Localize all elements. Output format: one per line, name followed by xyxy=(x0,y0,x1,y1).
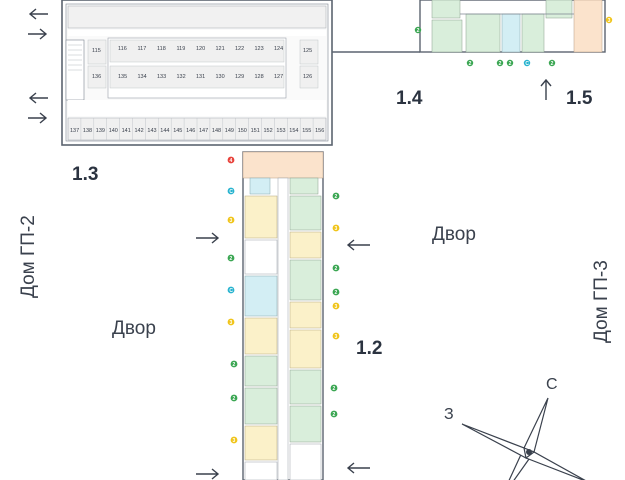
parking-space-133: 133 xyxy=(157,74,166,80)
parking-space-153: 153 xyxy=(276,128,285,134)
parking-space-127: 127 xyxy=(274,74,283,80)
parking-space-131: 131 xyxy=(196,74,205,80)
marker-label: 2 xyxy=(333,386,336,392)
marker-label: 2 xyxy=(499,61,502,67)
parking-space-155: 155 xyxy=(302,128,311,134)
parking-space-154: 154 xyxy=(289,128,298,134)
parking-top-row xyxy=(67,5,327,29)
tower-1-2-left-markers: 4 C 3 2 C 3 2 2 3 xyxy=(227,156,238,444)
marker-label: 3 xyxy=(233,438,236,444)
parking-space-156: 156 xyxy=(315,128,324,134)
parking-space-140: 140 xyxy=(109,128,118,134)
marker-label: C xyxy=(229,288,233,294)
parking-space-116: 116 xyxy=(118,46,127,52)
house-label-gp-2: Дом ГП-2 xyxy=(18,215,39,298)
marker-label: 4 xyxy=(230,158,233,164)
section-label-1-4: 1.4 xyxy=(396,88,423,109)
section-label-1-2: 1.2 xyxy=(356,338,382,359)
marker-label: 3 xyxy=(608,18,611,24)
parking-space-149: 149 xyxy=(225,128,234,134)
parking-space-151: 151 xyxy=(251,128,260,134)
building-block-1-4-1-5 xyxy=(419,0,606,53)
parking-building-1-3 xyxy=(61,0,333,146)
marker-label: 3 xyxy=(230,218,233,224)
parking-space-137: 137 xyxy=(70,128,79,134)
marker-label: 2 xyxy=(551,61,554,67)
compass-north: С xyxy=(546,376,558,393)
compass-rose: С З xyxy=(444,376,586,480)
parking-space-145: 145 xyxy=(173,128,182,134)
parking-space-147: 147 xyxy=(199,128,208,134)
marker-label: 3 xyxy=(335,304,338,310)
parking-space-150: 150 xyxy=(238,128,247,134)
parking-space-120: 120 xyxy=(196,46,205,52)
marker-label: 3 xyxy=(335,226,338,232)
parking-space-115: 115 xyxy=(92,48,101,54)
entrance-arrow-1-5 xyxy=(540,78,552,100)
parking-space-122: 122 xyxy=(235,46,244,52)
block-1-4-markers: 2 2 2 2 C 2 3 xyxy=(414,16,613,67)
parking-numbers: 115 136 125 126 116 117 118 119 120 121 122 123… xyxy=(70,46,324,134)
tower-1-2-right-markers: 2 3 2 2 3 3 2 2 xyxy=(330,192,340,418)
compass-center xyxy=(526,449,532,455)
marker-label: C xyxy=(229,189,233,195)
marker-label: 2 xyxy=(233,362,236,368)
parking-space-139: 139 xyxy=(96,128,105,134)
parking-space-117: 117 xyxy=(138,46,147,52)
parking-space-144: 144 xyxy=(160,128,169,134)
parking-space-119: 119 xyxy=(177,46,186,52)
parking-space-148: 148 xyxy=(212,128,221,134)
yard-label-left: Двор xyxy=(112,318,156,339)
section-label-1-5: 1.5 xyxy=(566,88,593,109)
parking-space-142: 142 xyxy=(135,128,144,134)
parking-space-126: 126 xyxy=(303,74,312,80)
compass-west: З xyxy=(444,406,454,423)
parking-space-128: 128 xyxy=(255,74,264,80)
parking-space-141: 141 xyxy=(122,128,131,134)
parking-space-138: 138 xyxy=(83,128,92,134)
marker-label: 3 xyxy=(335,334,338,340)
parking-space-152: 152 xyxy=(264,128,273,134)
marker-label: 2 xyxy=(333,412,336,418)
parking-space-134: 134 xyxy=(138,74,147,80)
marker-label: 2 xyxy=(469,61,472,67)
parking-entrance-arrows xyxy=(28,8,48,124)
parking-space-118: 118 xyxy=(157,46,166,52)
parking-space-130: 130 xyxy=(216,74,225,80)
marker-label: 2 xyxy=(233,396,236,402)
parking-space-132: 132 xyxy=(177,74,186,80)
marker-label: 2 xyxy=(335,290,338,296)
house-label-gp-3: Дом ГП-3 xyxy=(591,260,612,343)
parking-space-129: 129 xyxy=(235,74,244,80)
marker-label: 3 xyxy=(230,320,233,326)
marker-label: 2 xyxy=(230,256,233,262)
parking-space-146: 146 xyxy=(186,128,195,134)
yard-label-right: Двор xyxy=(432,224,476,245)
marker-label: 2 xyxy=(335,194,338,200)
marker-label: 2 xyxy=(509,61,512,67)
tower-1-2-entrance-arrows xyxy=(196,232,370,480)
marker-label: 2 xyxy=(417,28,420,34)
building-tower-1-2 xyxy=(242,151,324,480)
section-label-1-3: 1.3 xyxy=(72,164,98,185)
marker-label: C xyxy=(525,61,529,67)
parking-space-125: 125 xyxy=(303,48,312,54)
parking-space-121: 121 xyxy=(216,46,225,52)
parking-space-124: 124 xyxy=(274,46,283,52)
parking-space-143: 143 xyxy=(147,128,156,134)
parking-space-123: 123 xyxy=(255,46,264,52)
parking-space-135: 135 xyxy=(118,74,127,80)
marker-label: 2 xyxy=(335,266,338,272)
parking-space-136: 136 xyxy=(92,74,101,80)
